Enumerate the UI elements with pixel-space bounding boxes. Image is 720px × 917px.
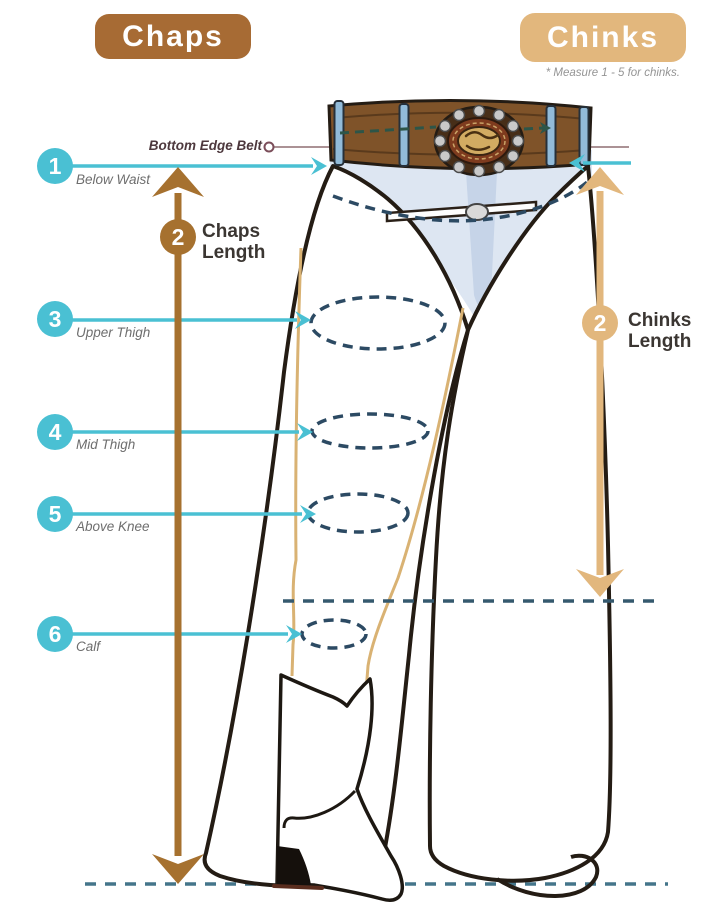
boot-sole: [272, 884, 324, 890]
chaps-arrow-down-head: [152, 854, 204, 884]
above-knee-ellipse: [306, 492, 410, 534]
chaps-length-line2: Length: [202, 242, 266, 263]
chaps-legs: [202, 164, 613, 898]
step-3-circle: 3: [37, 301, 73, 337]
left-fringe-seam: [290, 247, 303, 677]
right-leg: [427, 164, 613, 883]
chinks-arrow-up-head: [576, 167, 624, 195]
belt-keeper: [545, 105, 557, 167]
step-5-label: Above Knee: [76, 519, 150, 534]
chinks-length-line1: Chinks: [628, 310, 692, 331]
chaps-arrow-up-head: [152, 167, 204, 197]
chinks-top-arrowhead: [569, 154, 585, 172]
step-1-label: Below Waist: [76, 172, 151, 187]
chaps-length-arrow: [152, 167, 204, 884]
step-1-circle: 1: [37, 148, 73, 184]
belt-edge-marker-dot: [263, 141, 275, 153]
mid-thigh-ellipse: [310, 412, 430, 450]
boot-outline: [275, 673, 404, 902]
buckle-studs: [433, 104, 525, 178]
buckle-stitch-ring: [452, 122, 506, 160]
waist-guides: [332, 122, 594, 223]
step-6-label: Calf: [76, 639, 101, 654]
cowboy-boot: [272, 673, 404, 902]
step-4-circle: 4: [37, 414, 73, 450]
step-5-circle: 5: [37, 496, 73, 532]
chaps-length-circle: 2: [160, 219, 196, 255]
belt-dashed-line: [339, 125, 544, 135]
concho-buckle: [433, 104, 525, 178]
chinks-length-line2: Length: [628, 331, 692, 352]
chinks-length-label: Chinks Length: [628, 310, 691, 352]
chinks-length-arrow: [576, 167, 624, 597]
step-3-label: Upper Thigh: [76, 325, 151, 340]
thigh-strap: [385, 200, 538, 223]
chaps-arrow-shaft: [174, 193, 182, 856]
belt-keeper: [398, 103, 410, 167]
belt-dash-arrowhead: [540, 122, 551, 134]
chaps-length-line1: Chaps: [202, 221, 261, 242]
yoke-shape: [330, 150, 592, 330]
belt-keeper: [578, 106, 590, 166]
chinks-arrow-shaft: [596, 191, 604, 575]
boot-instep-seam: [282, 789, 357, 829]
bottom-edge-belt-label: Bottom Edge Belt: [148, 138, 262, 153]
chinks-arrow-down-head: [576, 569, 624, 597]
chaps-badge: Chaps: [95, 14, 251, 59]
belt-keepers: [333, 100, 590, 167]
strap-buckle: [465, 203, 489, 221]
step-6-circle: 6: [37, 616, 73, 652]
chinks-length-circle: 2: [582, 305, 618, 341]
above-knee-arrowhead: [300, 505, 316, 523]
chaps-length-label: Chaps Length: [202, 221, 265, 263]
measurement-ellipses: [300, 295, 447, 650]
step-4-label: Mid Thigh: [76, 437, 136, 452]
boot-heel: [277, 846, 311, 885]
calf-arrowhead: [286, 625, 302, 643]
buckle-engraving: [464, 131, 500, 151]
below-waist-arrowhead: [311, 157, 327, 175]
mid-thigh-arrowhead: [297, 423, 313, 441]
chinks-note: * Measure 1 - 5 for chinks.: [545, 67, 680, 79]
fringe-seams: [290, 247, 465, 693]
right-fringe-seam: [364, 307, 465, 693]
belt: [327, 98, 593, 178]
below-waist-dashed-curve: [332, 176, 594, 223]
chinks-badge: Chinks: [520, 13, 686, 62]
upper-thigh-ellipse: [309, 295, 447, 351]
right-leg-hem-curl: [495, 853, 600, 898]
upper-thigh-arrowhead: [295, 311, 311, 329]
